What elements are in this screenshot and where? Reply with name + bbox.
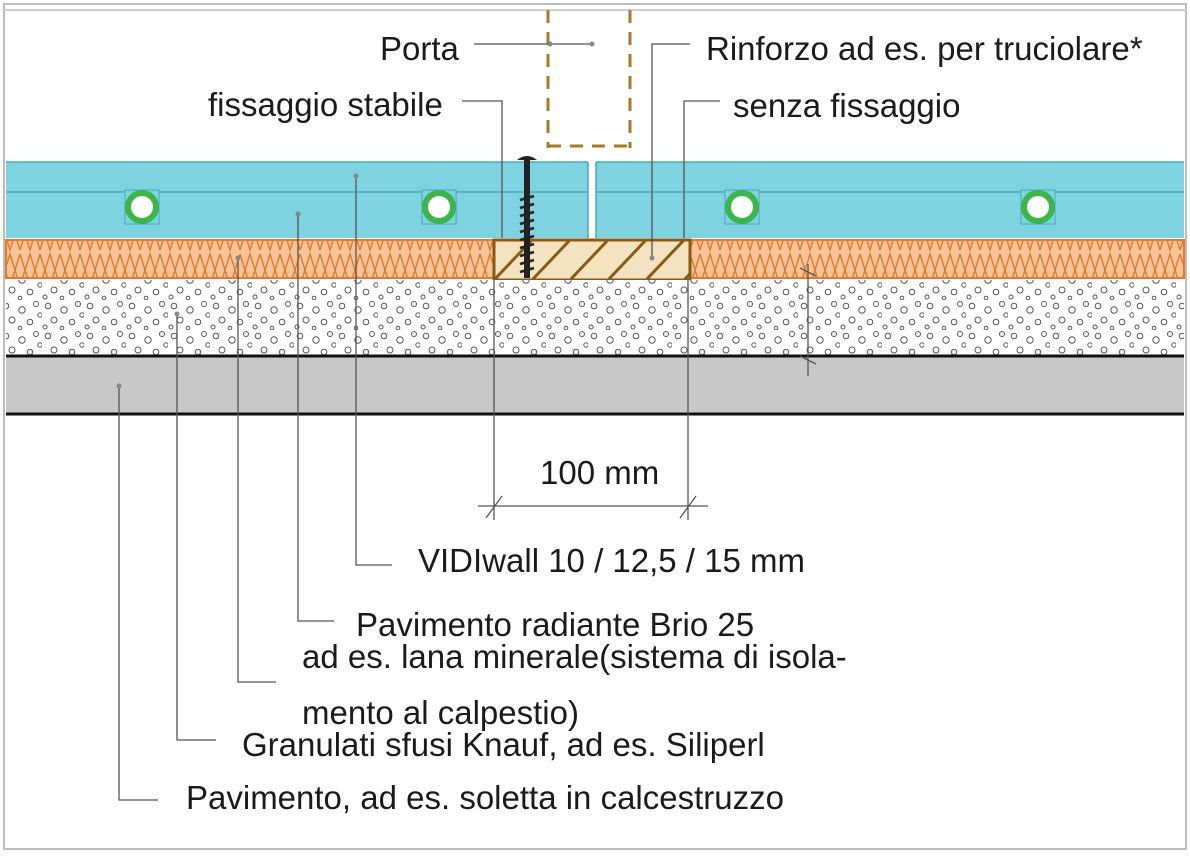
heating-pipes <box>124 189 1056 225</box>
label-board: VIDIwall 10 / 12,5 / 15 mm <box>418 542 805 579</box>
leader-granulate <box>176 314 216 741</box>
label-reinforcement: Rinforzo ad es. per truciolare* <box>706 30 1143 67</box>
dimension-tick-right <box>679 495 697 519</box>
label-dimension: 100 mm <box>540 454 659 491</box>
leader-not-fixed <box>683 100 720 238</box>
door-outline <box>546 10 632 148</box>
thickness-tick-bottom <box>799 355 817 365</box>
label-not-fixed: senza fissaggio <box>733 87 960 124</box>
label-fixed: fissaggio stabile <box>208 86 443 123</box>
label-insulation-line1: ad es. lana minerale(sistema di isola- <box>302 638 847 675</box>
granulate-layer <box>6 280 1184 356</box>
leader-board <box>355 176 392 566</box>
insulation-layer <box>5 239 1185 279</box>
heating-pipe <box>421 189 457 225</box>
dimension-tick-left <box>485 495 503 519</box>
leader-heating <box>297 214 334 622</box>
frame <box>3 3 1187 850</box>
leader-insulation <box>237 258 276 683</box>
screw-icon <box>517 156 537 278</box>
leader-dots <box>116 41 655 389</box>
label-granulate: Granulati sfusi Knauf, ad es. Siliperl <box>242 726 765 763</box>
concrete-slab <box>6 354 1184 416</box>
label-door: Porta <box>380 30 460 67</box>
label-insulation-line2: mento al calpestio) <box>302 694 579 731</box>
thickness-tick-top <box>799 267 817 277</box>
leader-lines <box>118 43 817 801</box>
leader-reinforcement <box>651 43 690 258</box>
heating-pipe <box>1020 189 1056 225</box>
heating-pipe <box>124 189 160 225</box>
label-heating: Pavimento radiante Brio 25 <box>356 606 754 643</box>
leader-fixed <box>462 100 503 238</box>
heating-pipe <box>724 189 760 225</box>
vidiwall-board-layer <box>6 161 1184 238</box>
leader-floor <box>118 386 158 801</box>
label-floor: Pavimento, ad es. soletta in calcestruzz… <box>186 779 784 816</box>
